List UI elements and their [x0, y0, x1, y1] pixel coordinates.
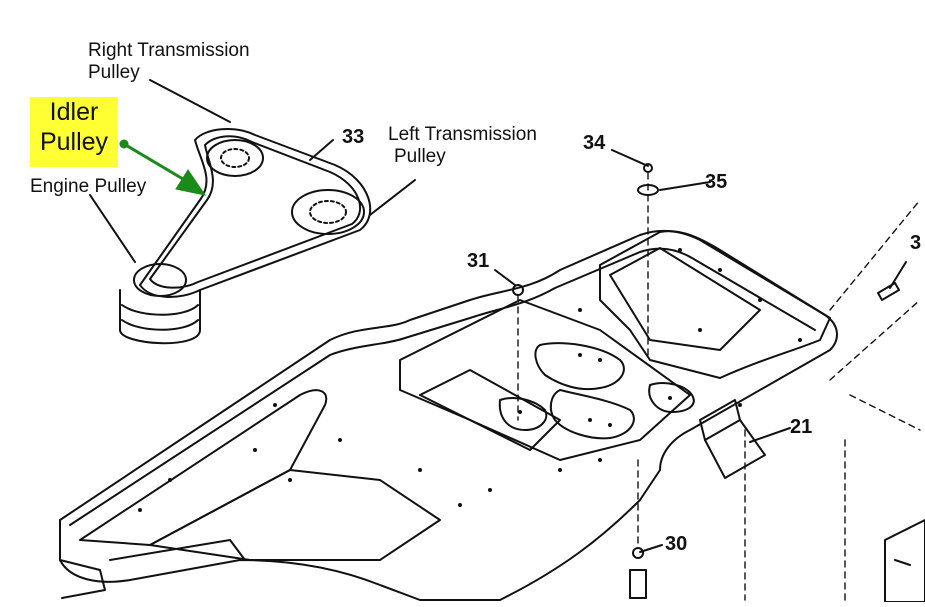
callout-33: 33 — [342, 126, 365, 148]
callout-31: 31 — [467, 250, 490, 272]
idler-pulley-label-line2: Pulley — [39, 128, 109, 156]
idler-pulley-label-line1: Idler — [49, 98, 99, 126]
label-engine-pulley: Engine Pulley — [30, 176, 147, 197]
drive-belt — [139, 128, 372, 298]
callout-30: 30 — [665, 533, 688, 555]
nut-30 — [632, 547, 644, 559]
bolt-3 — [877, 282, 900, 301]
callout-21: 21 — [790, 416, 813, 438]
callout-3: 3 — [910, 232, 922, 254]
label-left-transmission-pulley: Left Transmission Pulley — [388, 124, 537, 167]
bracket-21 — [704, 419, 766, 479]
nut-34 — [643, 163, 653, 173]
idler-arrow — [119, 139, 207, 196]
left-transmission-pulley — [291, 189, 365, 235]
callout-35: 35 — [705, 171, 728, 193]
idler-pulley-highlight: Idler Pulley — [30, 97, 118, 167]
callout-34: 34 — [583, 132, 606, 154]
engine-pulley — [133, 263, 187, 297]
right-transmission-pulley — [206, 139, 264, 177]
label-right-transmission-pulley: Right Transmission Pulley — [88, 40, 250, 83]
